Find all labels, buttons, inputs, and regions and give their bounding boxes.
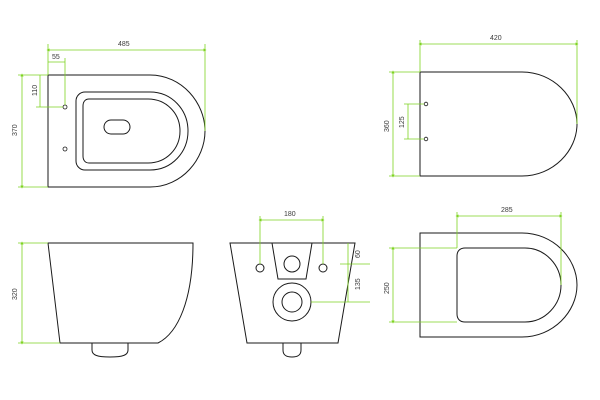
upper-inlet bbox=[283, 255, 301, 273]
dim-label-360: 360 bbox=[384, 120, 391, 132]
bowl-outlet bbox=[103, 119, 131, 135]
dim-label-55: 55 bbox=[52, 54, 60, 61]
rear-drain-collar bbox=[271, 242, 313, 280]
fixing-hole-lower bbox=[62, 146, 68, 152]
fixing-hole-left bbox=[255, 263, 265, 273]
hinge-hole-lower bbox=[423, 136, 429, 142]
dim-label-485: 485 bbox=[118, 41, 130, 48]
rear-outlet bbox=[282, 343, 302, 358]
side-view: 320 bbox=[12, 241, 194, 358]
seat-outline bbox=[419, 71, 578, 177]
seat-top-view: 285 250 bbox=[384, 207, 578, 338]
bowl-rim-inner bbox=[75, 91, 189, 171]
dim-label-60: 60 bbox=[355, 250, 362, 258]
fixing-hole-upper bbox=[62, 104, 68, 110]
dim-label-125: 125 bbox=[399, 116, 406, 128]
side-outlet bbox=[91, 343, 129, 358]
dim-label-110: 110 bbox=[32, 85, 39, 96]
rear-view: 180 60 135 bbox=[229, 211, 370, 358]
seat-top-inner bbox=[456, 247, 562, 323]
bowl-rim-inner-2 bbox=[82, 98, 181, 164]
dim-label-285: 285 bbox=[501, 207, 513, 214]
dim-label-180: 180 bbox=[284, 211, 296, 218]
dim-label-250: 250 bbox=[384, 282, 391, 294]
top-view: 485 55 110 370 bbox=[12, 41, 207, 189]
dim-label-320: 320 bbox=[12, 288, 19, 300]
hinge-hole-upper bbox=[423, 101, 429, 107]
side-outline bbox=[47, 242, 194, 344]
dim-label-370: 370 bbox=[12, 124, 19, 136]
drain-inner bbox=[281, 291, 303, 313]
seat-top-outline bbox=[419, 232, 578, 338]
fixing-hole-right bbox=[318, 263, 328, 273]
rear-outline bbox=[229, 242, 356, 344]
seat-view: 420 360 125 bbox=[384, 35, 579, 178]
dim-label-135: 135 bbox=[355, 278, 362, 290]
dim-label-420: 420 bbox=[490, 35, 502, 42]
bowl-top-outline bbox=[47, 74, 206, 188]
